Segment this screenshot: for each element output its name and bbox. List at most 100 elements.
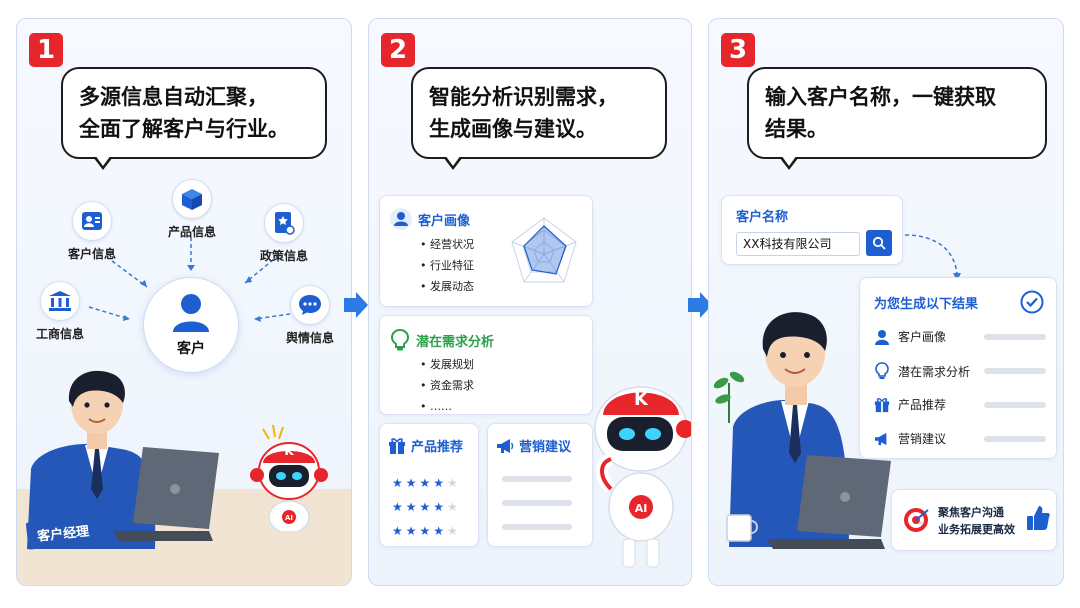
robot-mascot-icon: K AI (250, 425, 328, 531)
node-product-info: 产品信息 (161, 179, 223, 240)
profile-item: • 发展动态 (420, 280, 474, 293)
star-icon: ★ (447, 500, 458, 514)
star-icon: ★ (447, 476, 458, 490)
result-item-profile[interactable]: 客户画像 (874, 328, 1046, 345)
star-icon: ★ (419, 500, 431, 514)
result-item-label: 潜在需求分析 (898, 364, 971, 379)
placeholder-line (502, 500, 572, 506)
info-connectors (88, 237, 298, 322)
plant-icon (713, 371, 745, 423)
gift-icon (874, 397, 890, 412)
cube-icon (182, 189, 202, 210)
node-policy-info-label: 政策信息 (259, 249, 308, 263)
policy-icon (275, 212, 295, 235)
user-icon (390, 208, 412, 230)
star-icon: ★ (405, 476, 417, 490)
marketing-advice-title: 营销建议 (519, 440, 572, 455)
node-business-info: 工商信息 (29, 281, 91, 342)
results-title: 为您生成以下结果 (874, 296, 979, 312)
star-icon: ★ (433, 476, 445, 490)
customer-hub: 客户 (143, 277, 239, 373)
needs-item: • …… (420, 400, 452, 413)
product-recommend-card: 产品推荐 ★★★★★★★★★★★★★★★ (379, 423, 479, 547)
footer-benefit-card: 聚焦客户沟通 业务拓展更高效 (891, 489, 1057, 551)
account-manager-illustration (27, 370, 156, 549)
thumbs-up-icon (1027, 506, 1050, 530)
step-1-bubble-line-1: 多源信息自动汇聚， (79, 85, 268, 109)
star-icon: ★ (392, 524, 403, 538)
needs-analysis-title: 潜在需求分析 (416, 334, 495, 350)
result-item-needs[interactable]: 潜在需求分析 (874, 362, 1046, 380)
coffee-mug-icon (726, 514, 758, 542)
node-customer-info-label: 客户信息 (67, 247, 116, 261)
step-1-badge: 1 (29, 33, 63, 67)
step-3-bubble-line-1: 输入客户名称，一键获取 (765, 85, 996, 109)
placeholder-line (984, 368, 1046, 374)
target-icon (904, 508, 929, 532)
customer-name-input[interactable]: XX科技有限公司 (736, 232, 860, 256)
svg-text:AI: AI (285, 514, 293, 522)
step-2-speech-bubble: 智能分析识别需求， 生成画像与建议。 (411, 67, 667, 170)
star-icon: ★ (433, 500, 445, 514)
step-1-bubble-line-2: 全面了解客户与行业。 (79, 117, 289, 141)
node-product-info-label: 产品信息 (167, 225, 216, 239)
star-icon: ★ (419, 476, 431, 490)
star-icon: ★ (392, 476, 403, 490)
robot-mascot-icon: K AI (594, 386, 691, 568)
node-business-info-label: 工商信息 (35, 327, 84, 341)
svg-text:AI: AI (635, 502, 648, 515)
bank-icon (49, 291, 71, 311)
footer-line-2: 业务拓展更高效 (938, 523, 1015, 536)
user-icon (173, 294, 209, 332)
placeholder-line (502, 476, 572, 482)
laptop-icon (767, 455, 891, 549)
step-3-badge: 3 (721, 33, 755, 67)
star-rating-row: ★★★★★ (392, 472, 461, 496)
check-icon (1020, 290, 1044, 314)
step-2-badge: 2 (381, 33, 415, 67)
star-rating-row: ★★★★★ (392, 496, 461, 520)
node-sentiment-info: 舆情信息 (279, 285, 341, 346)
results-card: 为您生成以下结果 客户画像 潜在需求分析 产品推荐 营销建议 (859, 277, 1057, 459)
svg-text:K: K (634, 389, 649, 410)
placeholder-line (984, 401, 1046, 408)
gift-icon (389, 437, 405, 454)
step-2-bubble-line-2: 生成画像与建议。 (429, 117, 597, 141)
step-1-speech-bubble: 多源信息自动汇聚， 全面了解客户与行业。 (61, 67, 327, 170)
megaphone-icon (875, 432, 887, 445)
svg-text:K: K (284, 444, 294, 458)
star-icon: ★ (405, 524, 417, 538)
placeholder-line (984, 435, 1046, 442)
chat-icon (299, 295, 321, 315)
profile-item: • 行业特征 (420, 259, 474, 272)
result-item-marketing[interactable]: 营销建议 (874, 430, 1046, 447)
step-2-panel: 2 智能分析识别需求， 生成画像与建议。 客户画像 • 经营状况 • 行业特征 … (368, 18, 692, 586)
id-card-icon (82, 212, 102, 230)
search-icon (872, 236, 886, 250)
customer-name-value: XX科技有限公司 (743, 237, 832, 251)
star-icon: ★ (405, 500, 417, 514)
marketing-advice-card: 营销建议 (487, 423, 593, 547)
search-button[interactable] (866, 230, 892, 256)
customer-hub-label: 客户 (177, 341, 205, 357)
needs-item: • 资金需求 (420, 379, 474, 392)
account-manager-tag-label: 客户经理 (36, 524, 90, 545)
result-item-label: 产品推荐 (898, 398, 947, 412)
placeholder-line (984, 333, 1046, 340)
rating-rows: ★★★★★★★★★★★★★★★ (392, 472, 461, 544)
star-icon: ★ (419, 524, 431, 538)
result-item-product[interactable]: 产品推荐 (874, 396, 1046, 413)
result-item-label: 客户画像 (898, 330, 947, 344)
product-recommend-title: 产品推荐 (411, 440, 464, 455)
bulb-icon (875, 362, 889, 379)
star-icon: ★ (433, 524, 445, 538)
node-policy-info: 政策信息 (253, 203, 315, 264)
node-customer-info: 客户信息 (61, 201, 123, 262)
megaphone-icon (497, 438, 514, 453)
step-2-bubble-line-1: 智能分析识别需求， (429, 85, 618, 109)
user-icon (875, 329, 889, 345)
bulb-icon (390, 328, 410, 351)
customer-profile-card: 客户画像 • 经营状况 • 行业特征 • 发展动态 (379, 195, 593, 307)
step-3-speech-bubble: 输入客户名称，一键获取 结果。 (747, 67, 1047, 170)
needs-item: • 发展规划 (420, 358, 474, 371)
